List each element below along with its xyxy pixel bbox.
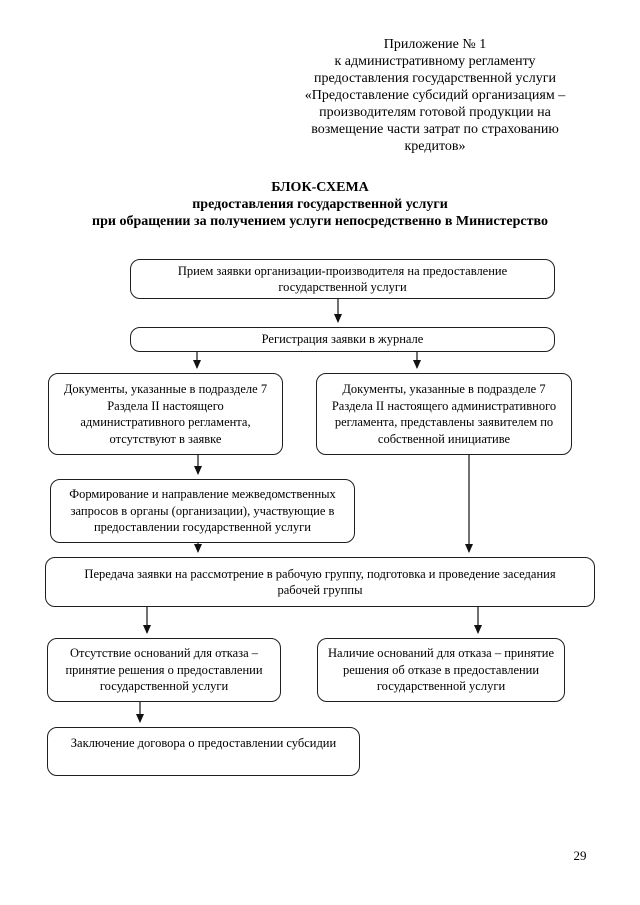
- flow-arrow-group: [136, 299, 482, 723]
- flow-box-docs-missing-label: Документы, указанные в подразделе 7 Разд…: [63, 382, 268, 446]
- flow-box-no-refusal-grounds: Отсутствие оснований для отказа – принят…: [47, 638, 281, 702]
- flow-box-docs-provided: Документы, указанные в подразделе 7 Разд…: [316, 373, 572, 455]
- flow-box-conclude-contract-label: Заключение договора о предоставлении суб…: [70, 736, 337, 750]
- flow-box-interagency-requests: Формирование и направление межведомствен…: [50, 479, 355, 543]
- flow-box-conclude-contract: Заключение договора о предоставлении суб…: [47, 727, 360, 776]
- flow-box-docs-provided-label: Документы, указанные в подразделе 7 Разд…: [331, 382, 557, 446]
- flow-box-working-group-label: Передача заявки на рассмотрение в рабочу…: [84, 566, 556, 598]
- flow-box-refusal-grounds: Наличие оснований для отказа – принятие …: [317, 638, 565, 702]
- appendix-header: Приложение № 1 к административному регла…: [304, 37, 566, 154]
- page-number: 29: [573, 848, 587, 863]
- flow-box-no-refusal-grounds-label: Отсутствие оснований для отказа – принят…: [65, 646, 263, 694]
- page-title: БЛОК-СХЕМА предоставления государственно…: [92, 180, 548, 229]
- flow-box-accept-application-label: Прием заявки организации-производителя н…: [177, 263, 508, 295]
- flow-box-accept-application: Прием заявки организации-производителя н…: [130, 259, 555, 299]
- flow-box-refusal-grounds-label: Наличие оснований для отказа – принятие …: [328, 646, 554, 694]
- flow-box-docs-missing: Документы, указанные в подразделе 7 Разд…: [48, 373, 283, 455]
- flow-box-interagency-requests-label: Формирование и направление межведомствен…: [69, 487, 336, 535]
- flow-box-register-journal: Регистрация заявки в журнале: [130, 327, 555, 352]
- flow-box-register-journal-label: Регистрация заявки в журнале: [261, 332, 424, 347]
- flow-box-working-group: Передача заявки на рассмотрение в рабочу…: [45, 557, 595, 607]
